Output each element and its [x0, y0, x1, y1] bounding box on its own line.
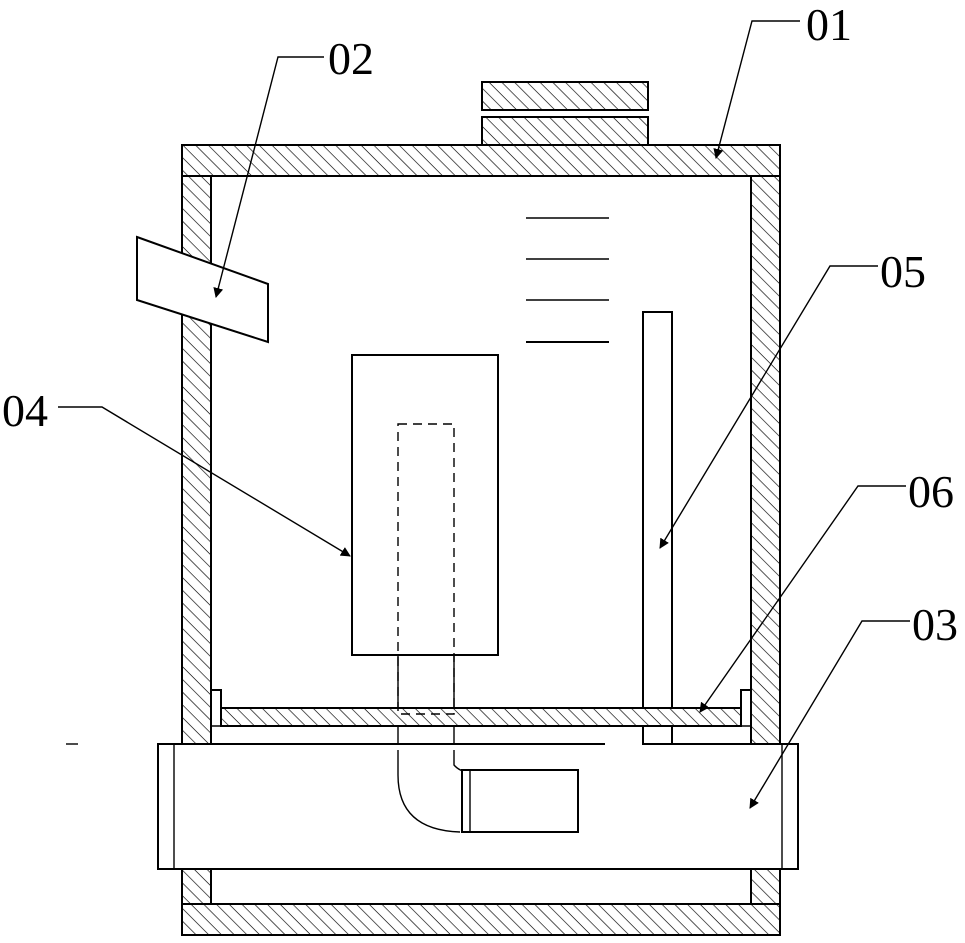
leader-lines — [58, 20, 910, 809]
label-01: 01 — [806, 0, 852, 50]
leader-02 — [213, 56, 324, 298]
part-labels: 01 02 04 05 06 03 — [2, 0, 958, 650]
inner-bottom-cavity — [210, 868, 752, 905]
leader-04 — [58, 406, 351, 557]
label-04: 04 — [2, 385, 48, 436]
leader-06 — [699, 485, 906, 713]
leader-01 — [713, 20, 800, 159]
label-05: 05 — [880, 246, 926, 297]
sensor-block — [136, 235, 269, 344]
leader-03 — [749, 620, 910, 809]
top-cap — [481, 81, 649, 146]
leader-05 — [659, 265, 878, 549]
pump-body — [351, 354, 499, 715]
label-03: 03 — [912, 599, 958, 650]
label-02: 02 — [328, 33, 374, 84]
base-unit — [157, 742, 799, 870]
partition-plate — [211, 689, 751, 727]
label-06: 06 — [908, 466, 954, 517]
level-marks — [526, 217, 609, 343]
